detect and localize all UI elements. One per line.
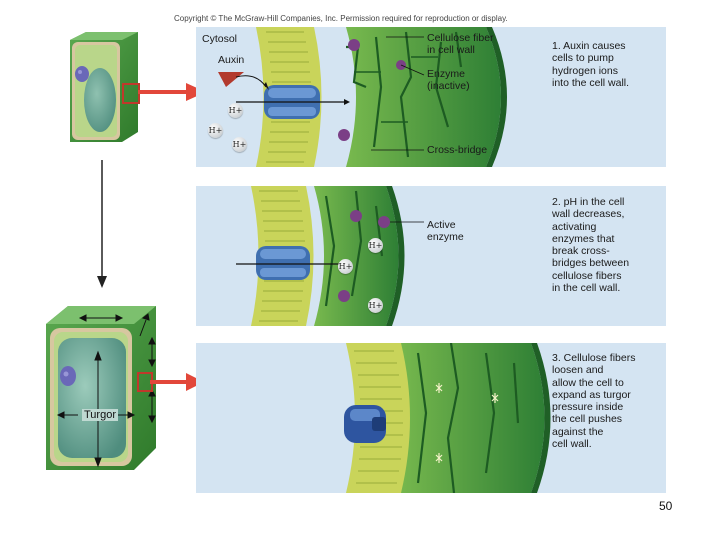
copyright-notice: Copyright © The McGraw-Hill Companies, I… (174, 14, 508, 23)
label-enzyme-inactive: Enzyme (inactive) (427, 68, 470, 92)
hydrogen-ion: H+ (228, 103, 243, 118)
plant-cell-before (70, 32, 138, 142)
hydrogen-ion: H+ (232, 137, 247, 152)
zoom-arrow-top (138, 83, 206, 101)
hydrogen-ion: H+ (208, 123, 223, 138)
hydrogen-ion: H+ (338, 259, 353, 274)
label-active-enzyme: Active enzyme (427, 219, 464, 243)
label-cellulose-fiber: Cellulose fiber in cell wall (427, 32, 494, 56)
hydrogen-ion: H+ (368, 298, 383, 313)
plant-cell-after (46, 306, 156, 470)
label-cross-bridge: Cross-bridge (427, 144, 488, 156)
panel-step-1: Cytosol Auxin Cellulose fiber in cell wa… (196, 27, 666, 167)
zoom-arrow-bottom (150, 373, 204, 391)
label-auxin: Auxin (218, 54, 245, 66)
step-2-text: 2. pH in the cell wall decreases, activa… (552, 196, 630, 295)
page-number: 50 (659, 499, 673, 513)
panel-step-2: Active enzyme H+ H+ H+ 2. pH in the cell… (196, 186, 666, 326)
hydrogen-ion: H+ (368, 238, 383, 253)
label-cytosol: Cytosol (202, 33, 238, 45)
panel-step-3: 3. Cellulose fibers loosen and allow the… (196, 343, 666, 493)
step-1-text: 1. Auxin causes cells to pump hydrogen i… (552, 40, 630, 89)
step-3-text: 3. Cellulose fibers loosen and allow the… (552, 352, 636, 451)
growth-arrow (97, 160, 107, 288)
turgor-label: Turgor (82, 409, 118, 421)
